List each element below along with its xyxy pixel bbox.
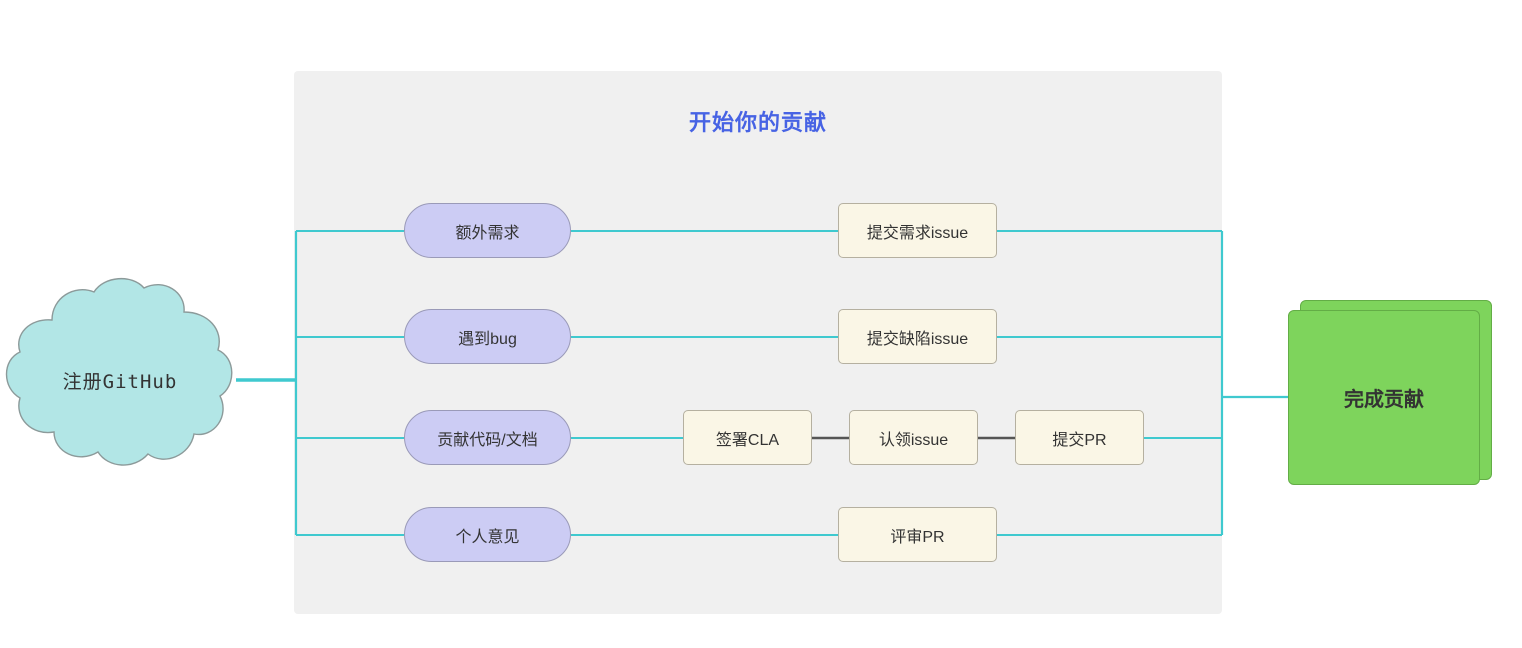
action-card-submit-pr[interactable]: 提交PR: [1015, 410, 1144, 465]
page-title: 开始你的贡献: [688, 110, 827, 135]
action-card-defect-issue[interactable]: 提交缺陷issue: [838, 309, 997, 364]
branch-node-found-bug[interactable]: 遇到bug: [404, 309, 571, 364]
branch-node-personal-opinion[interactable]: 个人意见: [404, 507, 571, 562]
action-card-review-pr[interactable]: 评审PR: [838, 507, 997, 562]
start-node-cloud[interactable]: [0, 272, 240, 488]
end-node-complete[interactable]: 完成贡献: [1288, 310, 1480, 485]
action-card-requirement-issue[interactable]: 提交需求issue: [838, 203, 997, 258]
branch-node-contribute-code[interactable]: 贡献代码/文档: [404, 410, 571, 465]
action-card-sign-cla[interactable]: 签署CLA: [683, 410, 812, 465]
action-card-claim-issue[interactable]: 认领issue: [849, 410, 978, 465]
cloud-icon: [5, 277, 233, 466]
branch-node-extra-requirement[interactable]: 额外需求: [404, 203, 571, 258]
start-node-label: 注册GitHub: [62, 370, 178, 393]
